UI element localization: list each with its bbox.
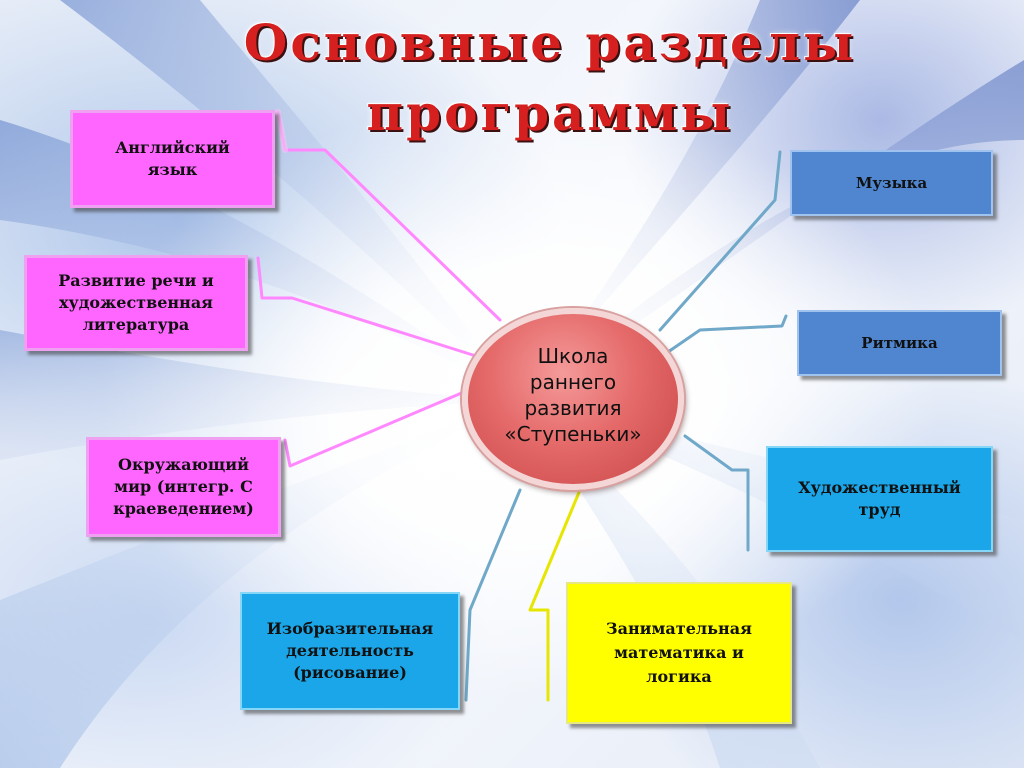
title-line-1: Основные разделы: [243, 13, 857, 72]
section-drawing: Изобразительная деятельность (рисование): [240, 592, 460, 710]
section-math-label: Занимательная математика и логика: [606, 619, 752, 686]
section-english: Английский язык: [70, 110, 275, 208]
connector-rhythm: [666, 314, 788, 354]
connector-english: [276, 110, 502, 322]
section-world: Окружающий мир (интегр. С краеведением): [86, 437, 281, 537]
connector-music: [658, 150, 782, 332]
section-speech: Развитие речи и художественная литератур…: [24, 255, 248, 351]
section-speech-label: Развитие речи и художественная литератур…: [58, 271, 214, 334]
center-hub-label: Школа раннего развития «Ступеньки»: [504, 344, 642, 446]
section-music-label: Музыка: [855, 174, 928, 192]
connector-craft: [683, 434, 750, 552]
center-hub: Школа раннего развития «Ступеньки»: [462, 308, 684, 490]
section-music: Музыка: [790, 150, 993, 216]
section-world-label: Окружающий мир (интегр. С краеведением): [113, 455, 254, 518]
title-line-2: программы: [366, 83, 734, 142]
connector-math: [528, 488, 582, 702]
section-craft: Художественный труд: [766, 446, 993, 552]
section-english-label: Английский язык: [115, 138, 230, 179]
section-craft-label: Художественный труд: [798, 478, 961, 519]
section-drawing-label: Изобразительная деятельность (рисование): [266, 619, 434, 682]
connector-drawing: [464, 488, 522, 702]
section-rhythm-label: Ритмика: [861, 334, 938, 352]
connector-world: [283, 390, 466, 468]
connector-speech: [256, 256, 478, 358]
section-math: Занимательная математика и логика: [566, 582, 792, 724]
section-rhythm: Ритмика: [797, 310, 1002, 376]
